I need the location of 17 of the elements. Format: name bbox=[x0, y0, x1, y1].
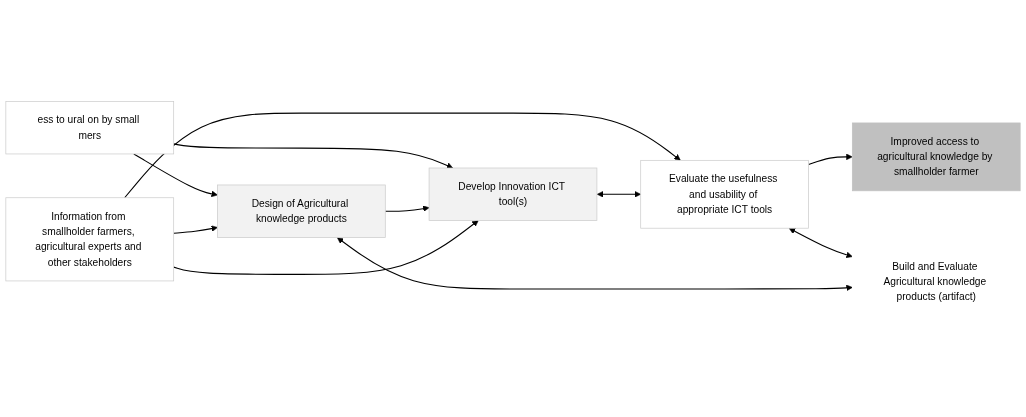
node-box: Evaluate the usefulness and usability of appropriate ICT tools bbox=[640, 159, 809, 229]
node-box: ess to ural on by small mers bbox=[5, 101, 175, 155]
arrow bbox=[124, 112, 681, 199]
arrow bbox=[788, 228, 853, 259]
arrow bbox=[808, 153, 853, 166]
arrow bbox=[337, 237, 853, 292]
arrow bbox=[596, 191, 641, 198]
arrow bbox=[384, 205, 430, 212]
arrow bbox=[173, 220, 479, 275]
node-text: Build and Evaluate Agricultural knowledge products (artifact) bbox=[883, 260, 987, 303]
node-box: Develop Innovation ICT tool(s) bbox=[428, 167, 598, 221]
arrow bbox=[173, 225, 218, 234]
node-box: Improved access to agricultural knowledge by smallholder farmer bbox=[851, 122, 1021, 192]
arrow bbox=[133, 153, 218, 198]
node-box: Design of Agricultural knowledge products bbox=[217, 184, 386, 238]
arrow bbox=[173, 143, 454, 169]
node-box: Information from smallholder farmers, agricultural experts and other stakeholders bbox=[5, 197, 175, 282]
